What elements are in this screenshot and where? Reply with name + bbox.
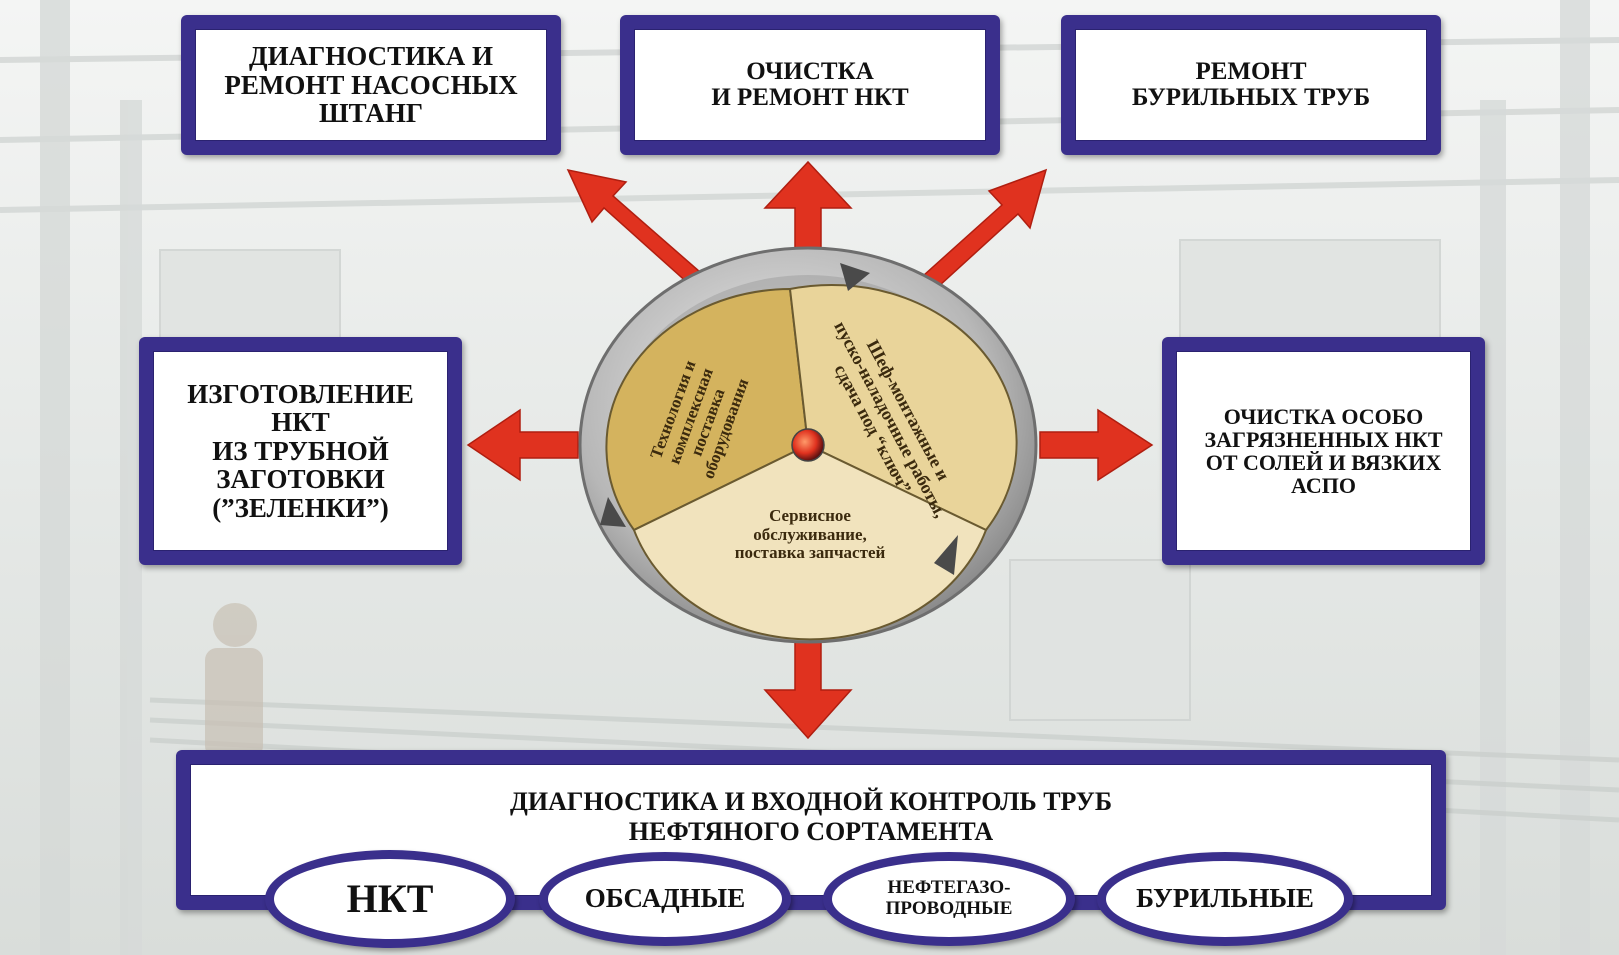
wheel-segment-left	[605, 287, 810, 532]
pill-casing: ОБСАДНЫЕ	[539, 852, 791, 946]
wheel-segment-bottom-label: Сервисное обслуживание, поставка запчаст…	[734, 506, 886, 563]
arrow-up-left	[566, 168, 702, 287]
wheel-center-dot	[791, 428, 825, 462]
box-drill-pipe-repair: РЕМОНТ БУРИЛЬНЫХ ТРУБ	[1061, 15, 1441, 155]
box-pump-rod-repair-label: ДИАГНОСТИКА И РЕМОНТ НАСОСНЫХ ШТАНГ	[195, 29, 547, 141]
box-tubing-cleaning: ОЧИСТКА И РЕМОНТ НКТ	[620, 15, 1000, 155]
pill-tubing: НКТ	[265, 850, 515, 948]
box-heavy-contamination-cleaning-label: ОЧИСТКА ОСОБО ЗАГРЯЗНЕННЫХ НКТ ОТ СОЛЕЙ …	[1176, 351, 1471, 551]
arrow-down	[763, 631, 853, 740]
arrow-left	[466, 408, 579, 482]
box-tubing-cleaning-label: ОЧИСТКА И РЕМОНТ НКТ	[634, 29, 986, 141]
pill-line-pipe-label: НЕФТЕГАЗО- ПРОВОДНЫЕ	[832, 861, 1066, 937]
pill-drill-pipe: БУРИЛЬНЫЕ	[1097, 852, 1353, 946]
pill-line-pipe: НЕФТЕГАЗО- ПРОВОДНЫЕ	[823, 852, 1075, 946]
pill-tubing-label: НКТ	[274, 859, 506, 939]
box-tubing-manufacturing-label: ИЗГОТОВЛЕНИЕ НКТ ИЗ ТРУБНОЙ ЗАГОТОВКИ (”…	[153, 351, 448, 551]
box-drill-pipe-repair-label: РЕМОНТ БУРИЛЬНЫХ ТРУБ	[1075, 29, 1427, 141]
arrow-up-right	[912, 168, 1048, 298]
wheel-segment-bottom	[632, 443, 988, 641]
arrow-right	[1039, 408, 1154, 482]
pill-casing-label: ОБСАДНЫЕ	[548, 861, 782, 937]
service-wheel	[578, 246, 1038, 644]
box-pump-rod-repair: ДИАГНОСТИКА И РЕМОНТ НАСОСНЫХ ШТАНГ	[181, 15, 561, 155]
box-pipe-diagnostics-title: ДИАГНОСТИКА И ВХОДНОЙ КОНТРОЛЬ ТРУБ НЕФТ…	[509, 787, 1113, 846]
box-tubing-manufacturing: ИЗГОТОВЛЕНИЕ НКТ ИЗ ТРУБНОЙ ЗАГОТОВКИ (”…	[139, 337, 462, 565]
pill-drill-pipe-label: БУРИЛЬНЫЕ	[1106, 861, 1344, 937]
box-heavy-contamination-cleaning: ОЧИСТКА ОСОБО ЗАГРЯЗНЕННЫХ НКТ ОТ СОЛЕЙ …	[1162, 337, 1485, 565]
